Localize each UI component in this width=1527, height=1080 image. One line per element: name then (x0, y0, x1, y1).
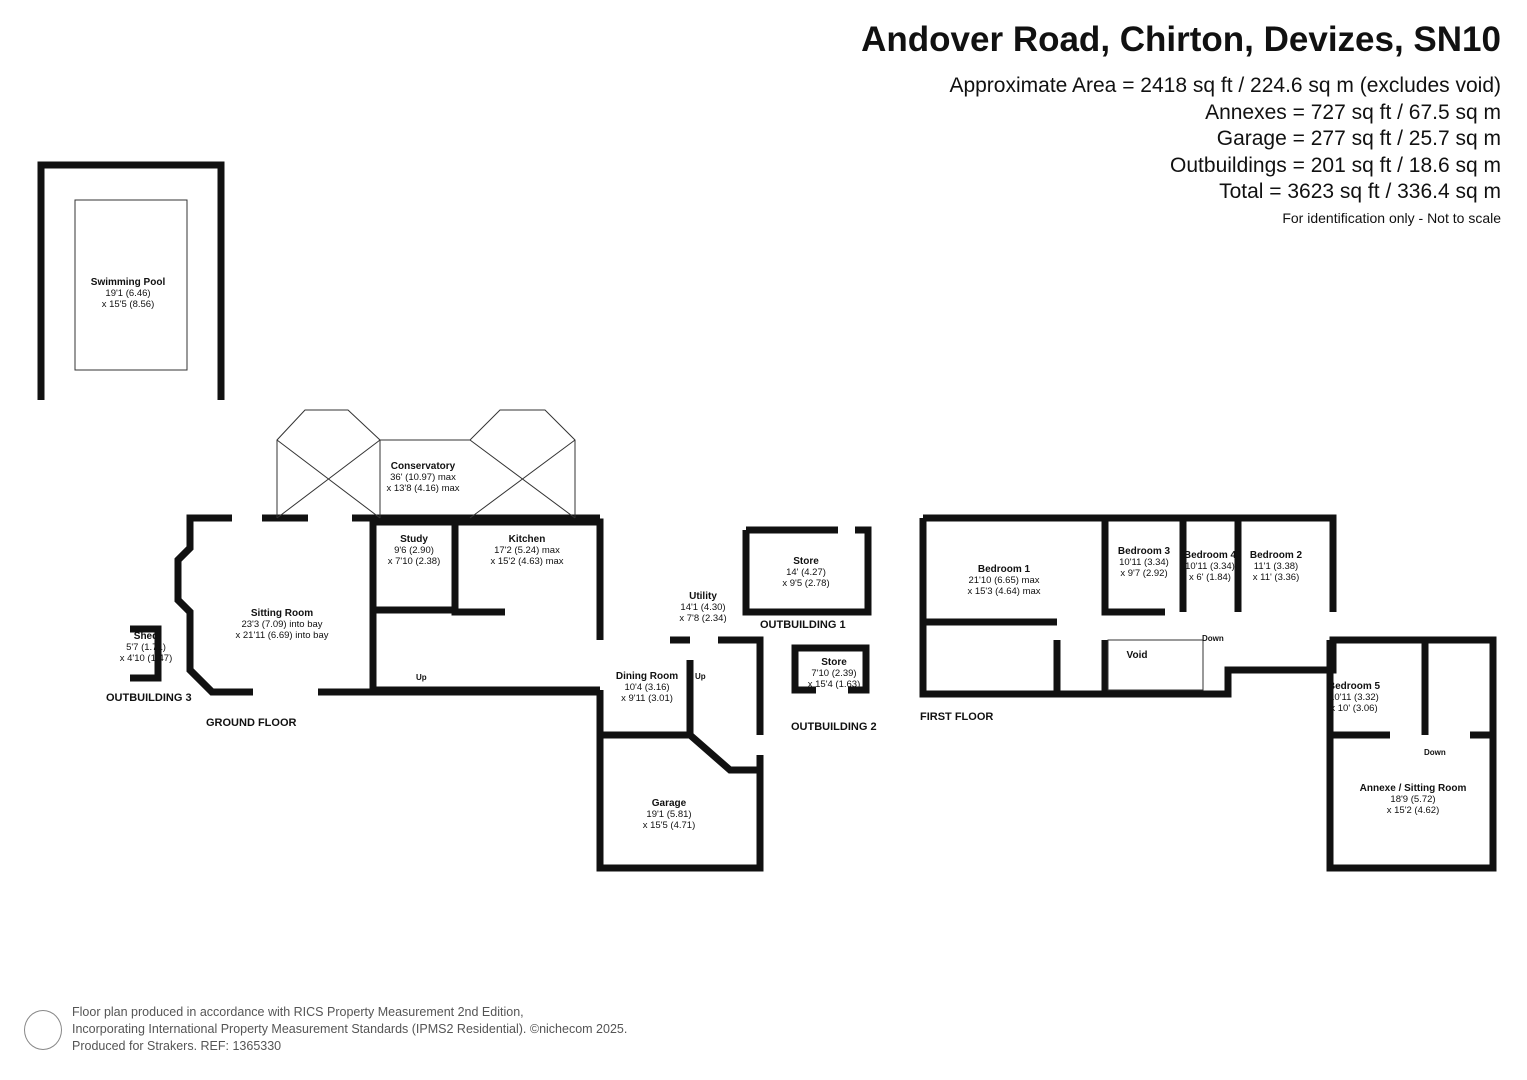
stair-up-label: Up (695, 672, 706, 681)
person-icon (24, 1010, 62, 1050)
room-label-void: Void (1126, 650, 1148, 661)
first-floor-walls (919, 514, 1497, 872)
void-area (1107, 639, 1204, 691)
area-line: Approximate Area = 2418 sq ft / 224.6 sq… (949, 74, 1501, 97)
pool-walls (37, 161, 225, 400)
outbuilding-1-walls (742, 526, 872, 616)
footer-line: Floor plan produced in accordance with R… (72, 1005, 524, 1019)
area-line: Annexes = 727 sq ft / 67.5 sq m (1205, 100, 1501, 124)
stair-up-label: Up (416, 673, 427, 682)
area-summary: Approximate Area = 2418 sq ft / 224.6 sq… (949, 73, 1501, 206)
area-line: Outbuildings = 201 sq ft / 18.6 sq m (1170, 153, 1501, 177)
conservatory-frame (276, 409, 576, 519)
pool-basin (74, 199, 188, 371)
footer-notes: Floor plan produced in accordance with R… (72, 1004, 627, 1055)
stair-down-label: Down (1202, 634, 1224, 643)
floor-label-ground: GROUND FLOOR (206, 717, 297, 729)
floor-label-outbuilding-2: OUTBUILDING 2 (791, 721, 877, 733)
area-line: Total = 3623 sq ft / 336.4 sq m (1219, 180, 1501, 203)
floor-label-outbuilding-1: OUTBUILDING 1 (760, 619, 846, 631)
footer-line: Incorporating International Property Mea… (72, 1022, 628, 1036)
footer-line: Produced for Strakers. REF: 1365330 (72, 1039, 282, 1053)
stair-down-label: Down (1424, 748, 1446, 757)
shed-walls (130, 625, 162, 682)
floor-label-outbuilding-3: OUTBUILDING 3 (106, 692, 192, 704)
outbuilding-2-walls (791, 644, 870, 694)
scale-note: For identification only - Not to scale (1282, 210, 1501, 226)
property-title: Andover Road, Chirton, Devizes, SN10 (861, 20, 1501, 59)
area-line: Garage = 277 sq ft / 25.7 sq m (1216, 127, 1501, 150)
ground-interior-walls (369, 522, 760, 774)
floor-label-first: FIRST FLOOR (920, 711, 994, 723)
